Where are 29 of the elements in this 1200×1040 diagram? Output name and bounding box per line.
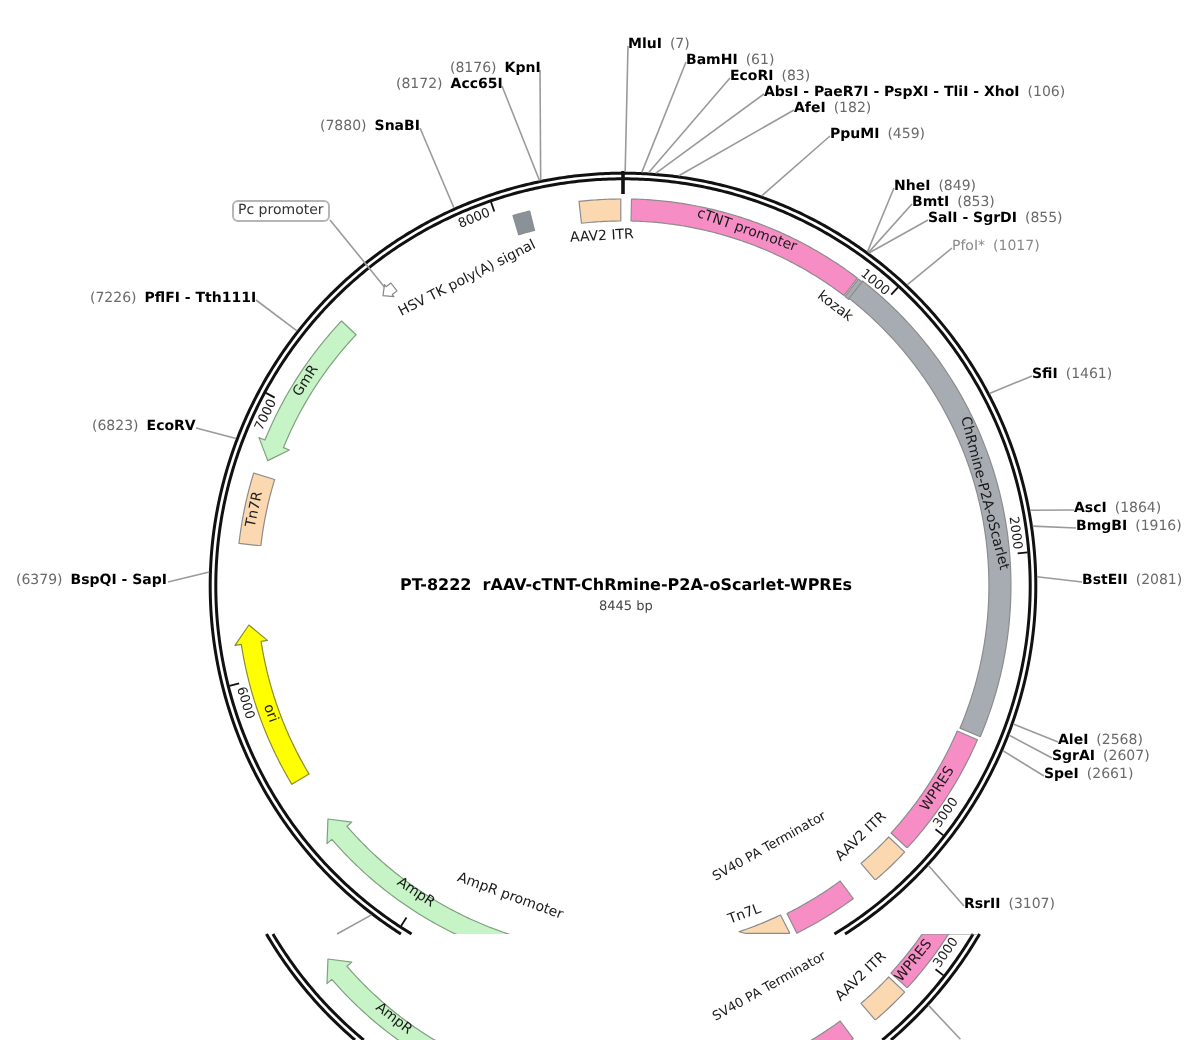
leader-line xyxy=(867,203,913,254)
leader-line xyxy=(1002,749,1045,777)
leader-line xyxy=(255,299,298,332)
leader-line xyxy=(647,77,731,174)
leader-line xyxy=(1036,575,1083,583)
leader-line xyxy=(501,85,541,182)
map-title: PT-8222 rAAV-cTNT-ChRmine-P2A-oScarlet-WPREs xyxy=(400,576,853,596)
leader-line xyxy=(678,109,795,177)
leader-line xyxy=(167,571,211,583)
leader-line xyxy=(760,135,831,197)
leader-line xyxy=(988,375,1033,395)
leader-line xyxy=(927,864,965,907)
leader-line xyxy=(868,219,929,254)
leader-line xyxy=(336,914,373,935)
leader-line xyxy=(641,61,687,174)
leader-line xyxy=(1031,525,1077,529)
leader-line xyxy=(866,187,895,253)
leader-line xyxy=(624,45,629,173)
leader-line xyxy=(329,219,387,289)
leader-line xyxy=(654,93,765,175)
leader-line xyxy=(1012,723,1059,743)
leader-line xyxy=(927,1004,962,1040)
leader-line xyxy=(1008,734,1053,759)
leader-line xyxy=(195,427,237,440)
plasmid-backbone xyxy=(265,933,365,1040)
leader-line xyxy=(419,127,455,209)
leader-line xyxy=(539,69,542,182)
leader-line xyxy=(906,247,953,286)
leader-line xyxy=(1029,509,1075,512)
